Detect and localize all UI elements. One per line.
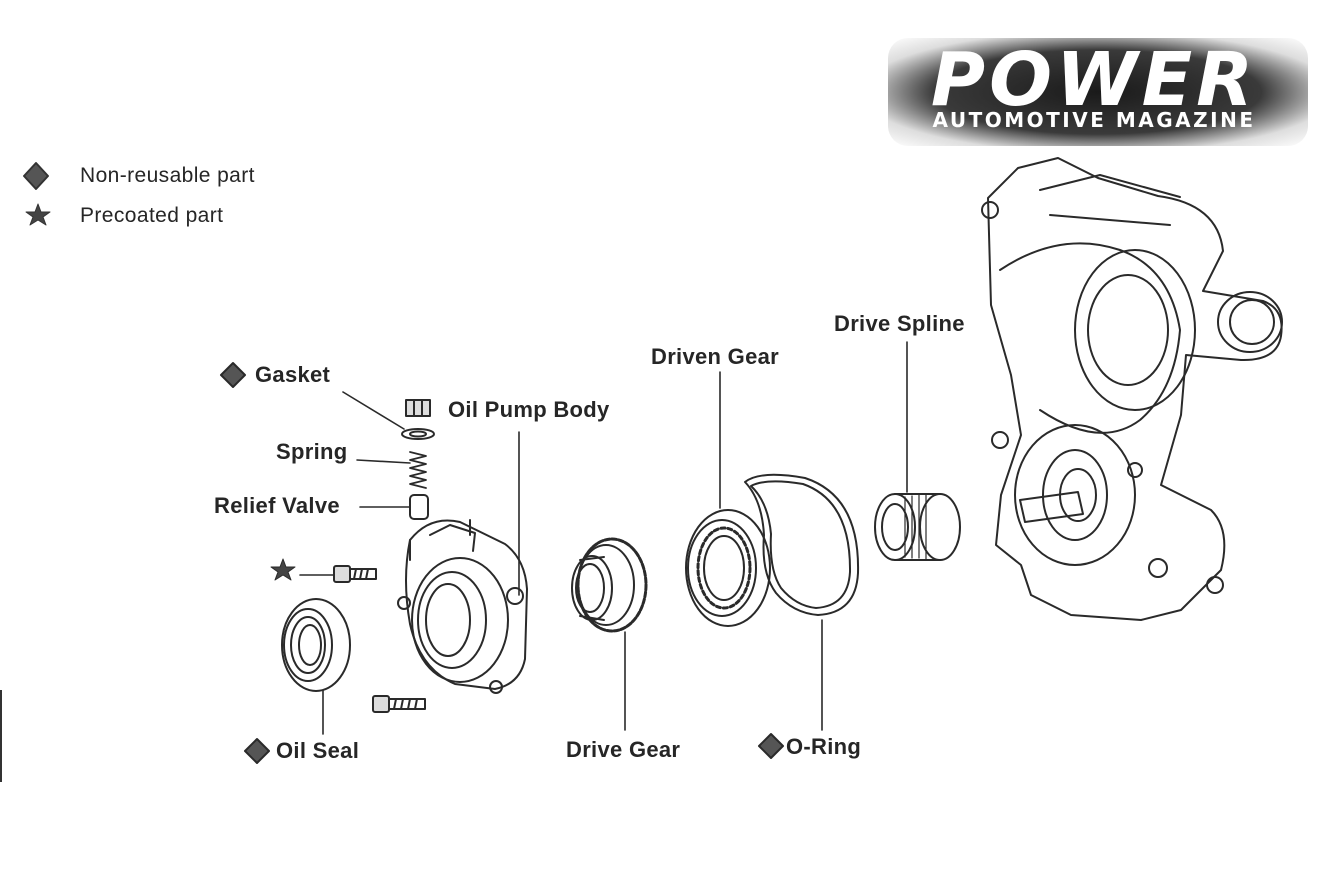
legend-non-reusable-label: Non-reusable part xyxy=(80,164,255,187)
relief-valve-label: Relief Valve xyxy=(214,493,340,518)
timing-cover-part xyxy=(981,157,1283,621)
o-ring-part xyxy=(744,473,860,616)
bolt-star-icon xyxy=(270,558,296,581)
gasket-diamond-icon xyxy=(220,362,246,388)
drive-gear-label: Drive Gear xyxy=(566,737,681,762)
oil-pump-body-label: Oil Pump Body xyxy=(448,397,610,422)
drive-spline-label: Drive Spline xyxy=(834,311,965,336)
oil-pump-body-part xyxy=(397,519,528,694)
logo-subtitle: AUTOMOTIVE MAGAZINE xyxy=(932,108,1256,132)
plug-and-gasket-part xyxy=(401,399,435,440)
drive-spline-part xyxy=(874,493,961,561)
logo-backdrop xyxy=(888,38,1308,146)
driven-gear-part xyxy=(685,509,771,627)
gasket-label: Gasket xyxy=(255,362,331,387)
relief-valve-part xyxy=(409,494,429,520)
legend-diamond-icon xyxy=(23,162,49,190)
lower-bolt-part xyxy=(372,695,426,713)
logo-title: POWER xyxy=(930,37,1258,123)
leader-lines xyxy=(299,341,908,735)
legend-star-icon xyxy=(25,203,51,226)
o-ring-label: O-Ring xyxy=(786,734,862,759)
spring-label: Spring xyxy=(276,439,348,464)
legend-precoated-label: Precoated part xyxy=(80,204,224,227)
precoated-bolt-part xyxy=(333,565,377,583)
driven-gear-label: Driven Gear xyxy=(651,344,780,369)
oil-seal-label: Oil Seal xyxy=(276,738,360,763)
o-ring-diamond-icon xyxy=(758,733,784,759)
left-edge-rule xyxy=(0,690,2,782)
oil-seal-diamond-icon xyxy=(244,738,270,764)
drive-gear-part xyxy=(571,537,648,633)
spring-part xyxy=(409,451,427,489)
oil-seal-part xyxy=(281,598,351,692)
